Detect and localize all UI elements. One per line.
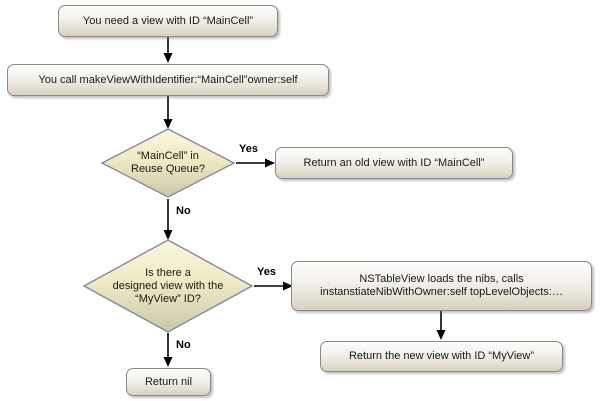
node-return-nil[interactable]: Return nil bbox=[126, 368, 211, 396]
decision-maincell-in-reuse-queue[interactable]: “MainCell” in Reuse Queue? bbox=[100, 127, 236, 199]
edge-label-reuse-yes: Yes bbox=[239, 143, 258, 155]
node-start[interactable]: You need a view with ID “MainCell” bbox=[58, 5, 278, 37]
edge-label-reuse-no: No bbox=[176, 205, 191, 217]
node-return-old-view[interactable]: Return an old view with ID “MainCell” bbox=[275, 147, 513, 179]
diamond-shape bbox=[82, 239, 254, 333]
decision-designed-view-myview[interactable]: Is there a designed view with the “MyVie… bbox=[82, 238, 254, 334]
diamond-shape bbox=[100, 128, 236, 198]
node-loads-nibs[interactable]: NSTableView loads the nibs, calls instan… bbox=[291, 261, 592, 311]
edge-label-designed-yes: Yes bbox=[257, 266, 276, 278]
node-return-new-view[interactable]: Return the new view with ID “MyView” bbox=[320, 341, 563, 372]
edge-label-designed-no: No bbox=[176, 339, 191, 351]
node-call-makeviewwithidentifier[interactable]: You call makeViewWithIdentifier:“MainCel… bbox=[7, 64, 329, 96]
